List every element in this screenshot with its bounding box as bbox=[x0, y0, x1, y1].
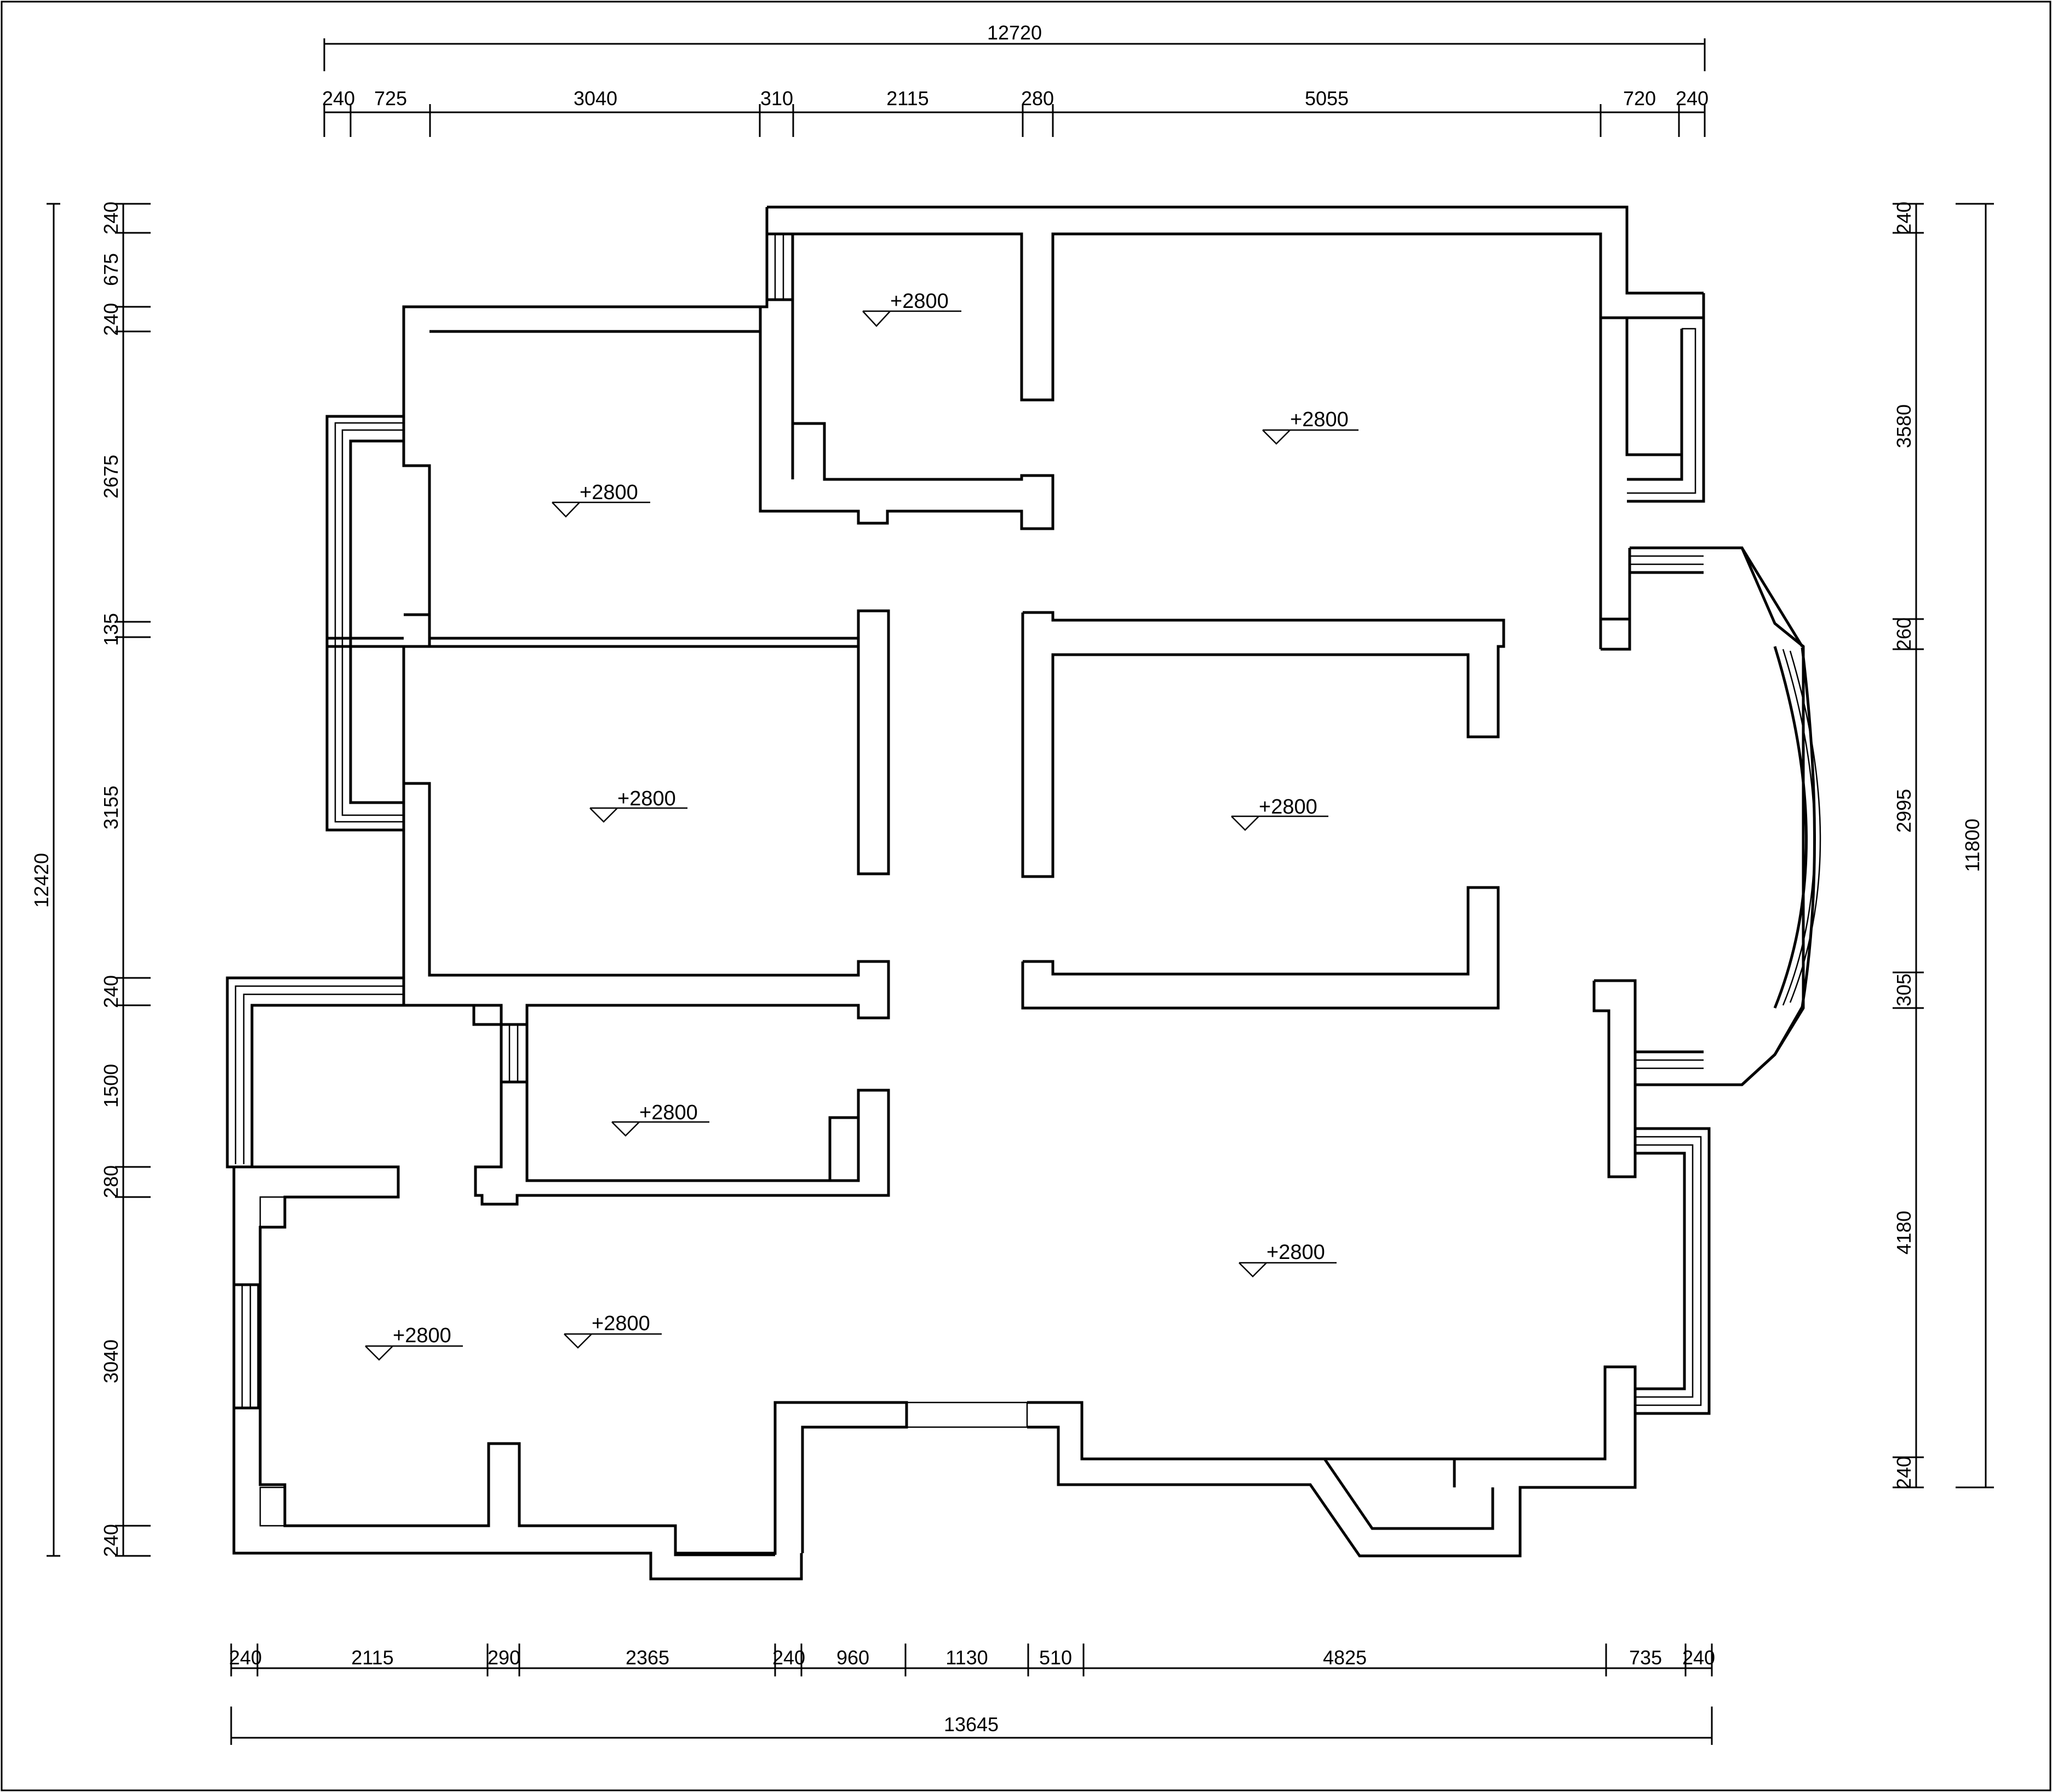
dim-right-total: 11800 bbox=[1961, 818, 1984, 872]
dim-right-seg: 240 bbox=[1893, 202, 1915, 234]
dim-bottom-seg: 4825 bbox=[1323, 1646, 1367, 1669]
dim-top-seg: 310 bbox=[760, 87, 793, 110]
dim-left-seg: 3155 bbox=[100, 786, 122, 829]
dim-right-seg: 240 bbox=[1893, 1456, 1915, 1489]
elevation-label: +2800 bbox=[592, 1312, 650, 1335]
elevation-mark: +2800 bbox=[1239, 1241, 1337, 1278]
dim-left-seg: 135 bbox=[100, 613, 122, 646]
dim-left-seg: 1500 bbox=[100, 1064, 122, 1108]
elevation-mark: +2800 bbox=[1231, 795, 1328, 831]
elevation-label: +2800 bbox=[1266, 1241, 1325, 1264]
elevation-label: +2800 bbox=[1259, 795, 1317, 818]
dim-left-seg: 240 bbox=[100, 303, 122, 336]
dim-left-seg: 675 bbox=[100, 253, 122, 286]
elevation-mark: +2800 bbox=[611, 1101, 709, 1137]
dim-left-seg: 280 bbox=[100, 1165, 122, 1198]
dim-bottom-seg: 735 bbox=[1629, 1646, 1662, 1669]
dim-bottom-seg: 960 bbox=[836, 1646, 869, 1669]
elevation-mark: +2800 bbox=[552, 481, 650, 518]
dim-left-seg: 240 bbox=[100, 1524, 122, 1557]
dim-top-seg: 240 bbox=[322, 87, 355, 110]
dim-top-seg: 720 bbox=[1623, 87, 1656, 110]
dim-left-seg: 240 bbox=[100, 202, 122, 234]
elevation-mark: +2800 bbox=[589, 787, 687, 823]
elevation-label: +2800 bbox=[580, 481, 638, 504]
elevation-mark: +2800 bbox=[862, 290, 961, 327]
dim-right-seg: 3580 bbox=[1893, 404, 1915, 448]
elevation-label: +2800 bbox=[393, 1324, 451, 1347]
dim-right-seg: 2995 bbox=[1893, 789, 1915, 833]
dim-bottom-seg: 2115 bbox=[351, 1646, 393, 1669]
dim-top-seg: 5055 bbox=[1305, 87, 1349, 110]
dim-right-seg: 305 bbox=[1893, 974, 1915, 1006]
elevation-mark: +2800 bbox=[365, 1324, 463, 1361]
dim-right-seg: 4180 bbox=[1893, 1211, 1915, 1255]
dim-right-seg: 260 bbox=[1893, 617, 1915, 650]
dim-left-total: 12420 bbox=[30, 853, 53, 908]
dim-top-seg: 240 bbox=[1676, 87, 1709, 110]
elevation-label: +2800 bbox=[1290, 408, 1349, 431]
dim-left-seg: 240 bbox=[100, 975, 122, 1008]
dim-top-seg: 3040 bbox=[574, 87, 617, 110]
dim-bottom-seg: 240 bbox=[1682, 1646, 1715, 1669]
dim-bottom-seg: 510 bbox=[1039, 1646, 1072, 1669]
dim-left-seg: 2675 bbox=[100, 455, 122, 499]
elevation-marks: +2800 +2800 +2800 +2800 +2800 +2800 +280… bbox=[365, 290, 1359, 1361]
dim-top-seg: 2115 bbox=[886, 87, 928, 110]
dim-top-total: 12720 bbox=[987, 21, 1042, 44]
elevation-label: +2800 bbox=[617, 787, 676, 810]
dimension-lines bbox=[47, 38, 1994, 1745]
walls bbox=[226, 205, 1821, 1581]
elevation-label: +2800 bbox=[639, 1101, 698, 1124]
dim-top-seg: 280 bbox=[1021, 87, 1054, 110]
elevation-mark: +2800 bbox=[564, 1312, 662, 1349]
dim-bottom-seg: 1130 bbox=[945, 1646, 988, 1669]
dim-bottom-seg: 290 bbox=[488, 1646, 520, 1669]
dimension-labels: 12720 240 725 3040 310 2115 280 5055 720… bbox=[30, 21, 1984, 1736]
dim-bottom-seg: 240 bbox=[772, 1646, 805, 1669]
dim-bottom-seg: 2365 bbox=[626, 1646, 669, 1669]
dim-left-seg: 3040 bbox=[100, 1339, 122, 1383]
dim-bottom-total: 13645 bbox=[944, 1713, 999, 1736]
dim-top-seg: 725 bbox=[374, 87, 407, 110]
elevation-label: +2800 bbox=[890, 290, 949, 313]
dim-bottom-seg: 240 bbox=[229, 1646, 262, 1669]
elevation-mark: +2800 bbox=[1262, 408, 1359, 445]
